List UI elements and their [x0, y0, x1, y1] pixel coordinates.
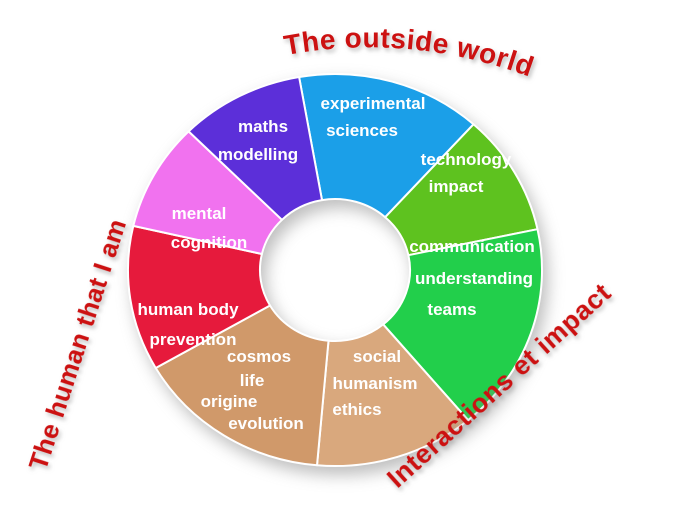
segment-label-technology-impact: impact [429, 177, 484, 196]
segment-label-mental-cognition: cognition [171, 233, 247, 252]
segment-maths-modelling [187, 76, 323, 221]
segment-label-cosmos-life-origine-evolution: evolution [228, 414, 304, 433]
segment-label-cosmos-life-origine-evolution: cosmos [227, 347, 291, 366]
segment-label-social-humanism-ethics: social [353, 347, 401, 366]
donut-ring [126, 73, 543, 467]
segment-experimental-sciences [298, 73, 475, 219]
segment-human-body-prevention [126, 224, 271, 369]
segment-label-cosmos-life-origine-evolution: origine [201, 392, 258, 411]
segment-label-maths-modelling: modelling [218, 145, 298, 164]
annotation-the-outside-world: The outside world [282, 22, 538, 82]
segment-label-maths-modelling: maths [238, 117, 288, 136]
segment-label-cosmos-life-origine-evolution: life [240, 371, 265, 390]
segment-label-social-humanism-ethics: ethics [332, 400, 381, 419]
segment-label-human-body-prevention: prevention [150, 330, 237, 349]
segment-communication-understanding-teams [382, 228, 543, 422]
segment-label-mental-cognition: mental [172, 204, 227, 223]
segment-label-experimental-sciences: experimental [321, 94, 426, 113]
segment-label-communication-understanding-teams: communication [409, 237, 535, 256]
annotation-the-human-that-i-am: The human that I am [23, 215, 133, 474]
segment-label-technology-impact: technology [421, 150, 512, 169]
segment-label-experimental-sciences: sciences [326, 121, 398, 140]
segment-labels: experimental sciences technology impact comm… [137, 94, 534, 433]
segment-label-communication-understanding-teams: understanding [415, 269, 533, 288]
segment-label-social-humanism-ethics: humanism [332, 374, 417, 393]
segment-social-humanism-ethics [316, 323, 470, 467]
segment-label-human-body-prevention: human body [137, 300, 239, 319]
segment-label-communication-understanding-teams: teams [427, 300, 476, 319]
